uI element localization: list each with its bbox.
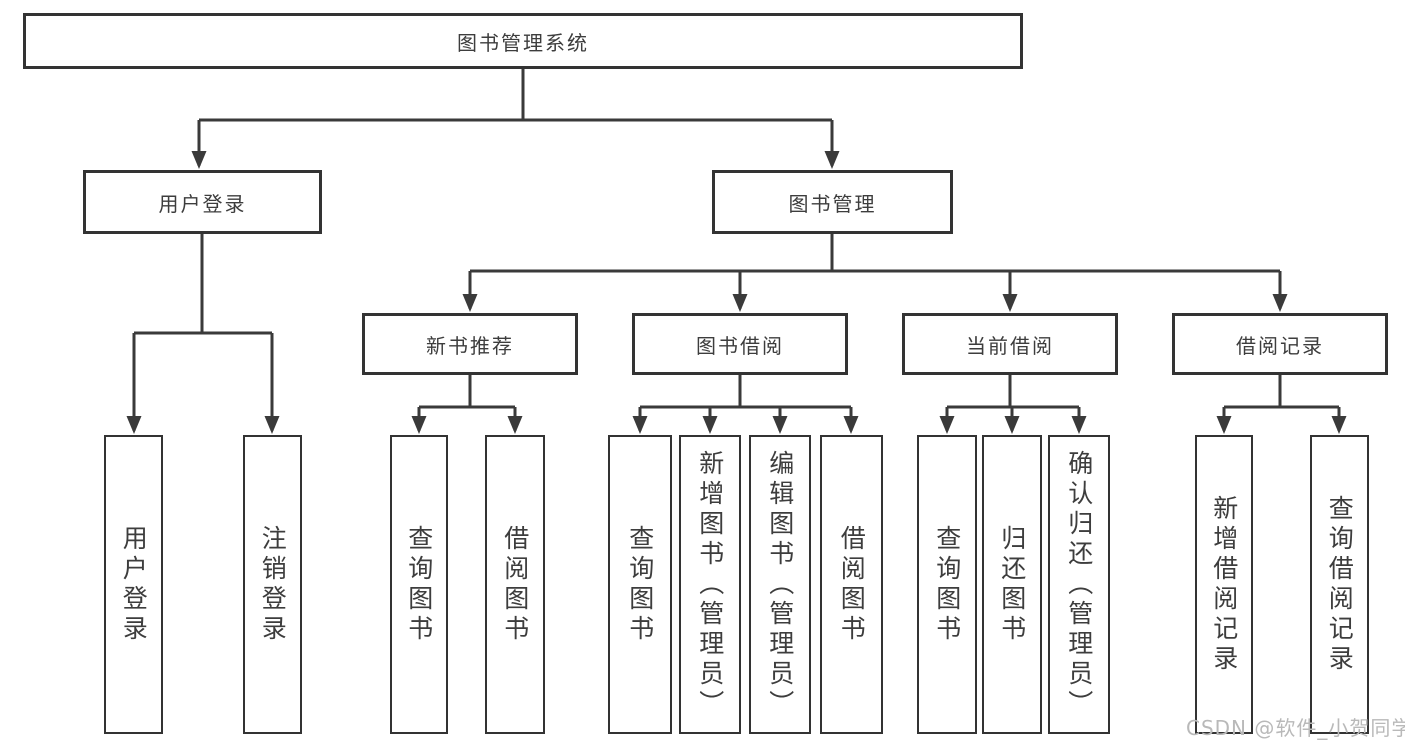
leaf-nb-borrow-books: 借阅图书 bbox=[485, 435, 545, 734]
leaf-br-query-record: 查询借阅记录 bbox=[1310, 435, 1369, 734]
leaf-nb-query-books: 查询图书 bbox=[390, 435, 448, 734]
leaf-bb-borrow-books: 借阅图书 bbox=[820, 435, 883, 734]
node-user-login: 用户登录 bbox=[83, 170, 322, 234]
leaf-nb-query-books-label: 查询图书 bbox=[404, 524, 434, 645]
leaf-cb-query-books-label: 查询图书 bbox=[932, 524, 962, 645]
node-book-management: 图书管理 bbox=[712, 170, 953, 234]
node-user-login-label: 用户登录 bbox=[158, 191, 247, 216]
leaf-bb-borrow-books-label: 借阅图书 bbox=[837, 524, 867, 645]
leaf-br-add-record-label: 新增借阅记录 bbox=[1209, 494, 1239, 675]
node-book-management-label: 图书管理 bbox=[788, 191, 877, 216]
leaf-logout-label: 注销登录 bbox=[258, 524, 288, 645]
leaf-br-query-record-label: 查询借阅记录 bbox=[1325, 494, 1355, 675]
leaf-br-add-record: 新增借阅记录 bbox=[1195, 435, 1253, 734]
node-book-borrow-label: 图书借阅 bbox=[696, 333, 784, 358]
leaf-nb-borrow-books-label: 借阅图书 bbox=[500, 524, 530, 645]
leaf-cb-query-books: 查询图书 bbox=[917, 435, 977, 734]
node-current-borrow-label: 当前借阅 bbox=[966, 333, 1054, 358]
node-root-label: 图书管理系统 bbox=[457, 30, 589, 55]
node-book-borrow: 图书借阅 bbox=[632, 313, 848, 375]
leaf-bb-query-books: 查询图书 bbox=[608, 435, 672, 734]
node-borrow-records: 借阅记录 bbox=[1172, 313, 1388, 375]
leaf-bb-query-books-label: 查询图书 bbox=[625, 524, 655, 645]
leaf-bb-add-books-admin: 新增图书（管理员） bbox=[679, 435, 741, 734]
leaf-bb-edit-books-admin-label: 编辑图书（管理员） bbox=[765, 449, 795, 720]
leaf-cb-return-books-label: 归还图书 bbox=[997, 524, 1027, 645]
leaf-bb-edit-books-admin: 编辑图书（管理员） bbox=[749, 435, 811, 734]
csdn-watermark: CSDN @软件_小贺同学 bbox=[1186, 716, 1405, 740]
node-root: 图书管理系统 bbox=[23, 13, 1023, 69]
leaf-cb-return-books: 归还图书 bbox=[982, 435, 1042, 734]
leaf-logout: 注销登录 bbox=[243, 435, 302, 734]
leaf-cb-confirm-return-admin-label: 确认归还（管理员） bbox=[1064, 449, 1094, 720]
node-current-borrow: 当前借阅 bbox=[902, 313, 1118, 375]
leaf-cb-confirm-return-admin: 确认归还（管理员） bbox=[1048, 435, 1110, 734]
node-borrow-records-label: 借阅记录 bbox=[1236, 333, 1324, 358]
leaf-bb-add-books-admin-label: 新增图书（管理员） bbox=[695, 449, 725, 720]
node-new-book-recommend: 新书推荐 bbox=[362, 313, 578, 375]
node-new-book-recommend-label: 新书推荐 bbox=[426, 333, 514, 358]
leaf-user-login-label: 用户登录 bbox=[119, 524, 149, 645]
leaf-user-login: 用户登录 bbox=[104, 435, 163, 734]
